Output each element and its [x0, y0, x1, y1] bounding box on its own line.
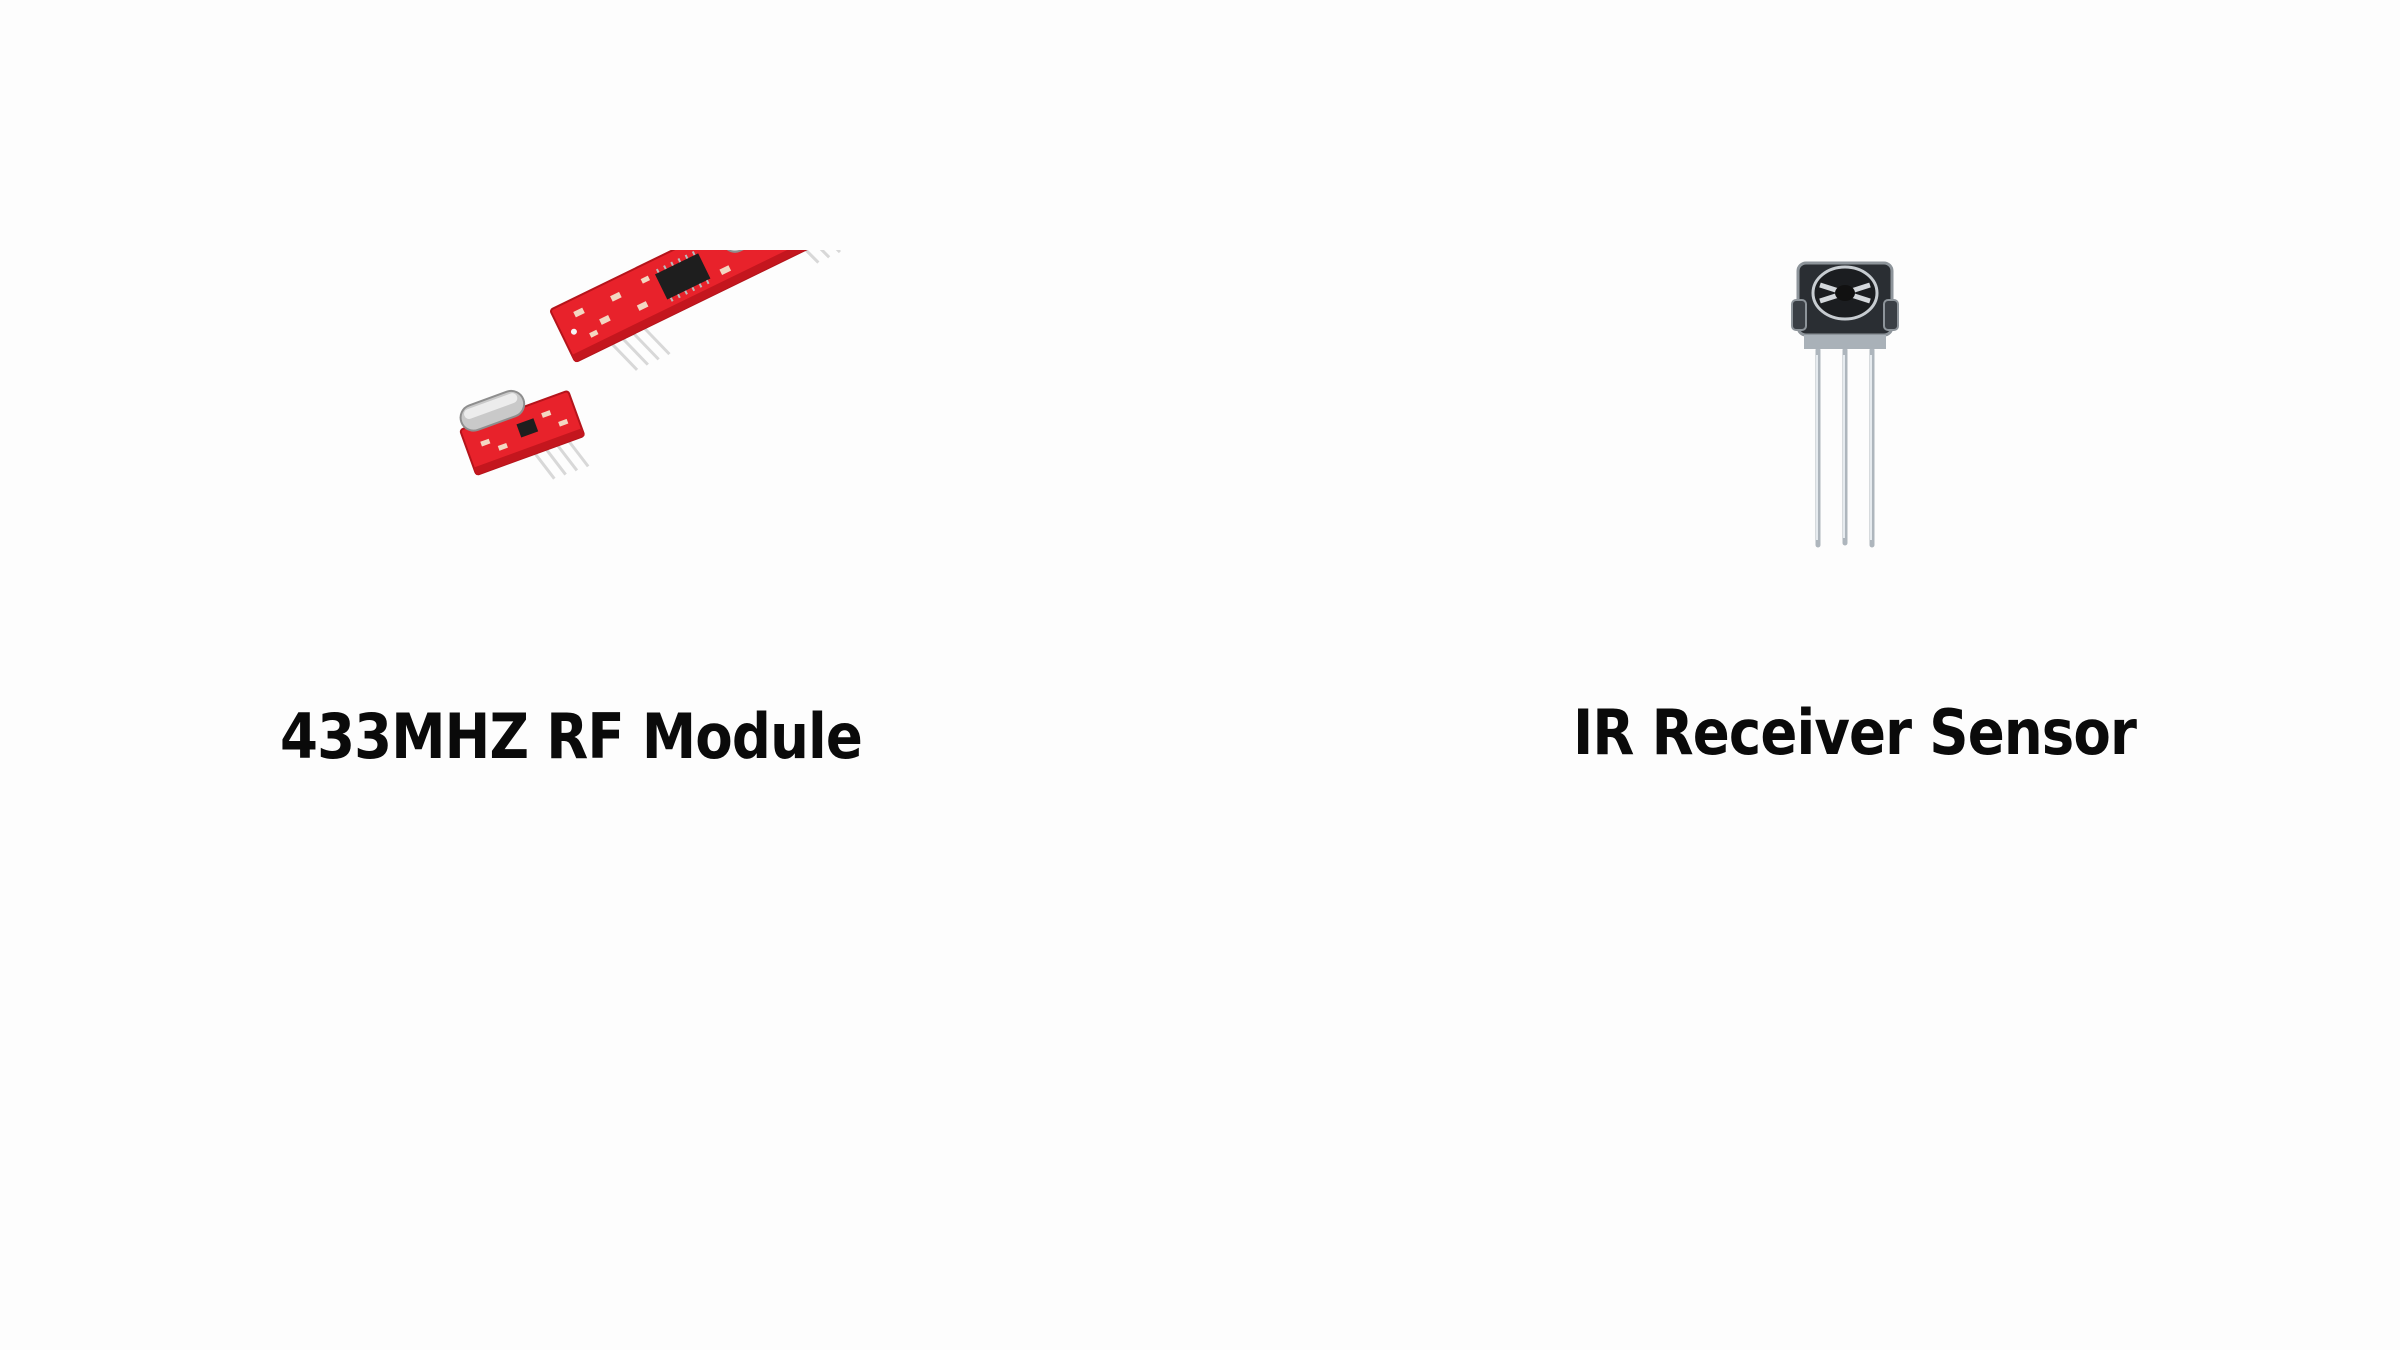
- ir-receiver-caption: IR Receiver Sensor: [1573, 696, 2137, 769]
- rf-module-image: [459, 250, 846, 480]
- ir-receiver-image: [1791, 261, 1899, 548]
- rf-module-caption: 433MHZ RF Module: [280, 700, 863, 773]
